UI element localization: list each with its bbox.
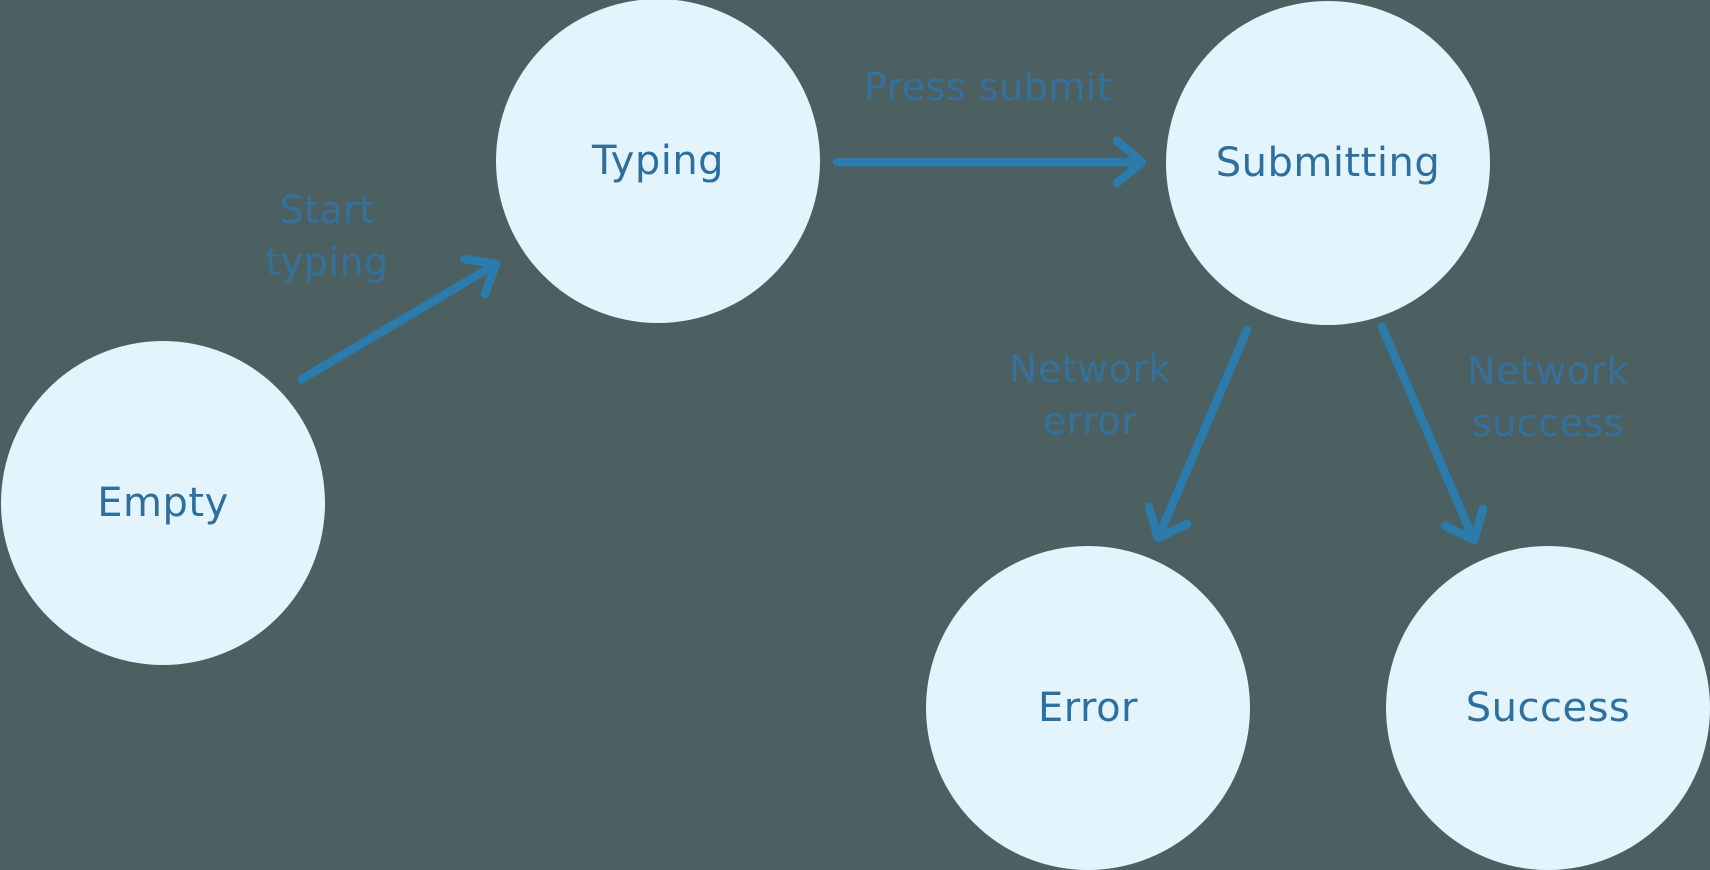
arrow-empty-to-typing	[297, 254, 501, 384]
state-node-error: Error	[926, 546, 1250, 870]
edge-label-press-submit: Press submit	[863, 65, 1113, 109]
state-node-submitting: Submitting	[1166, 1, 1490, 325]
arrow-submitting-to-error	[1144, 325, 1252, 543]
state-node-typing: Typing	[496, 0, 820, 323]
edge-label-start-typing: Start typing	[265, 188, 389, 284]
arrow-submitting-to-success	[1377, 322, 1488, 545]
arrow-typing-to-submitting	[832, 136, 1147, 188]
state-node-label-empty: Empty	[97, 480, 229, 526]
state-node-label-typing: Typing	[591, 138, 725, 184]
state-node-label-error: Error	[1038, 685, 1138, 731]
state-node-success: Success	[1386, 546, 1710, 870]
edge-label-network-error: Network error	[1008, 347, 1172, 443]
edge-label-network-success: Network success	[1466, 349, 1630, 445]
state-node-empty: Empty	[1, 341, 325, 665]
state-node-label-submitting: Submitting	[1215, 140, 1441, 186]
state-node-label-success: Success	[1465, 685, 1631, 731]
